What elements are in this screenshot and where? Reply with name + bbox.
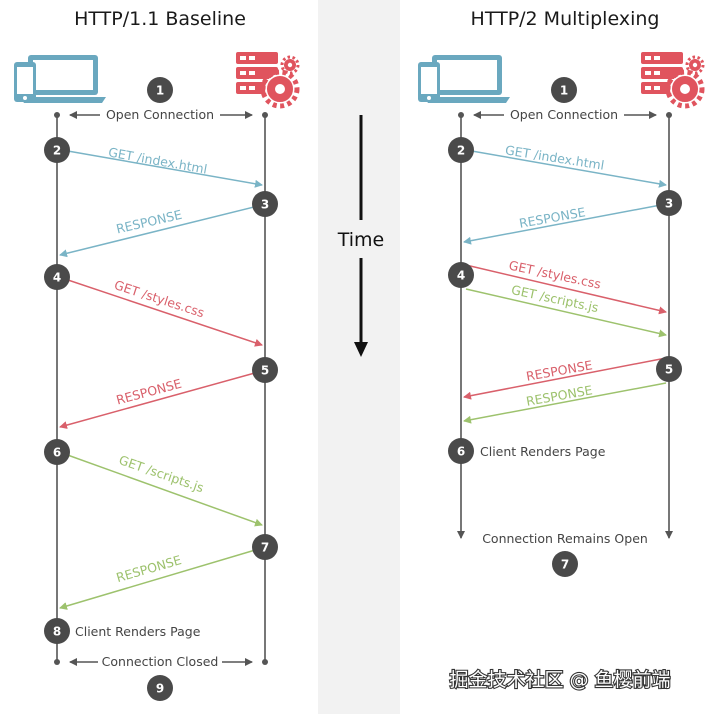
message-arrow (463, 382, 667, 424)
message-arrow (61, 277, 263, 347)
step-marker: 6 (448, 438, 474, 464)
step-marker: 5 (252, 357, 278, 383)
open-connection-label: Open Connection (510, 107, 618, 122)
step-marker: 4 (44, 264, 70, 290)
message-label: GET /index.html (107, 144, 208, 176)
svg-text:7: 7 (561, 558, 569, 572)
panel-http1: HTTP/1.1 Baseline Open Connection Connec… (14, 8, 298, 701)
step-marker: 2 (448, 137, 474, 163)
step-marker: 2 (44, 137, 70, 163)
message-label: RESPONSE (525, 357, 594, 383)
step-marker: 3 (656, 190, 682, 216)
center-band (318, 0, 400, 714)
svg-text:8: 8 (53, 625, 61, 639)
svg-text:2: 2 (53, 144, 61, 158)
message-arrow (61, 149, 263, 188)
message-arrow (465, 264, 667, 315)
message-arrow (463, 203, 667, 245)
step-marker: 3 (252, 191, 278, 217)
message-label: GET /styles.css (112, 277, 206, 320)
step-marker: 5 (656, 356, 682, 382)
svg-text:3: 3 (261, 198, 269, 212)
svg-text:2: 2 (457, 144, 465, 158)
svg-text:9: 9 (156, 682, 164, 696)
step-marker: 6 (44, 439, 70, 465)
svg-text:3: 3 (665, 197, 673, 211)
panel-http2: HTTP/2 Multiplexing Open Connection GET … (418, 8, 703, 577)
time-label: Time (337, 229, 385, 251)
message-arrow (59, 204, 263, 258)
svg-text:4: 4 (53, 271, 61, 285)
svg-text:5: 5 (665, 363, 673, 377)
svg-text:1: 1 (156, 84, 164, 98)
client-devices-icon (14, 55, 106, 103)
message-arrow (463, 357, 667, 400)
time-arrowhead-icon (354, 342, 368, 357)
open-connection-label: Open Connection (106, 107, 214, 122)
connection-remains-label: Connection Remains Open (482, 531, 648, 546)
step-marker: 1 (551, 77, 577, 103)
message-label: RESPONSE (518, 204, 587, 230)
message-arrow (61, 452, 263, 527)
connection-closed-label: Connection Closed (102, 654, 219, 669)
step-marker: 9 (147, 675, 173, 701)
message-arrow (465, 288, 667, 338)
svg-text:6: 6 (53, 446, 61, 460)
client-renders-label: Client Renders Page (480, 444, 606, 459)
svg-text:1: 1 (560, 84, 568, 98)
message-arrow (59, 547, 263, 610)
panel-title: HTTP/1.1 Baseline (74, 8, 246, 30)
step-marker: 7 (252, 534, 278, 560)
message-label: RESPONSE (115, 207, 184, 237)
server-icon (236, 52, 298, 106)
message-label: RESPONSE (114, 552, 183, 585)
svg-text:4: 4 (457, 269, 465, 283)
step-marker: 1 (147, 77, 173, 103)
step-marker: 4 (448, 262, 474, 288)
panel-title: HTTP/2 Multiplexing (471, 8, 660, 30)
watermark: 掘金技术社区 @ 鱼樱前端 (449, 669, 670, 691)
server-icon (641, 52, 703, 106)
message-label: GET /index.html (504, 142, 605, 172)
time-axis: Time (337, 115, 385, 357)
step-marker: 7 (552, 551, 578, 577)
svg-text:5: 5 (261, 364, 269, 378)
svg-text:7: 7 (261, 541, 269, 555)
message-arrow (59, 370, 263, 429)
client-renders-label: Client Renders Page (75, 624, 201, 639)
step-marker: 8 (44, 618, 70, 644)
client-devices-icon (418, 55, 510, 103)
message-arrow (465, 149, 667, 188)
message-label: RESPONSE (525, 382, 594, 408)
svg-text:6: 6 (457, 445, 465, 459)
